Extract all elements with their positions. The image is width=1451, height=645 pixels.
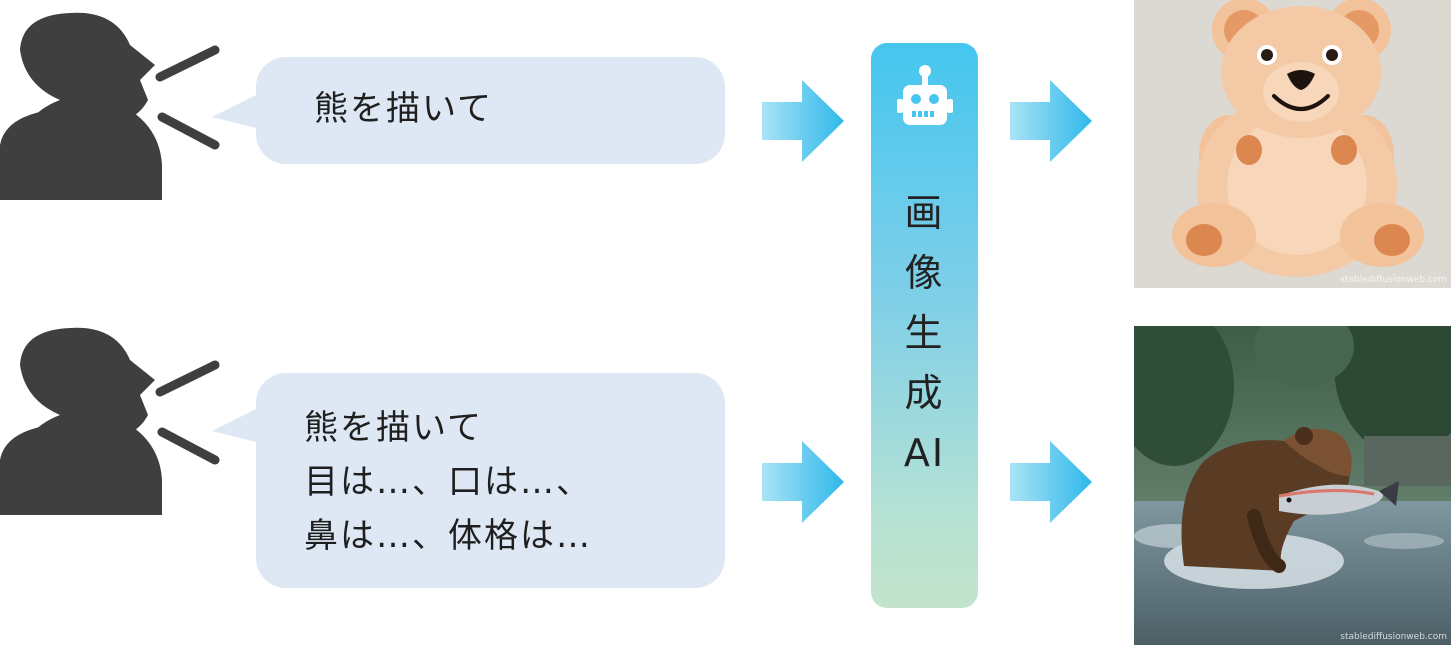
- prompt-detailed-text: 熊を描いて 目は…、口は…、 鼻は…、体格は…: [304, 408, 592, 556]
- image-generation-ai-bar: 画 像 生 成 AI: [871, 43, 978, 608]
- robot-icon: [897, 65, 953, 125]
- arrow-right-icon: [1010, 441, 1092, 523]
- speech-bubble-tail: [212, 87, 272, 132]
- generated-bear-catching-salmon-image: stablediffusionweb.com: [1134, 326, 1451, 645]
- ai-label: 画 像 生 成 AI: [903, 191, 946, 475]
- generated-teddy-bear-image: stablediffusionweb.com: [1134, 0, 1451, 288]
- arrow-right-icon: [762, 441, 844, 523]
- arrow-right-icon: [762, 80, 844, 162]
- prompt-simple-text: 熊を描いて: [314, 89, 493, 129]
- arrow-right-icon: [1010, 80, 1092, 162]
- image-watermark: stablediffusionweb.com: [1340, 275, 1447, 285]
- speaking-person-icon-bottom: [0, 320, 220, 520]
- speaking-person-icon-top: [0, 5, 220, 205]
- speech-bubble-tail: [212, 401, 272, 446]
- speech-bubble-detailed: 熊を描いて 目は…、口は…、 鼻は…、体格は…: [212, 373, 725, 588]
- speech-bubble-simple: 熊を描いて: [212, 57, 725, 164]
- image-watermark: stablediffusionweb.com: [1340, 632, 1447, 642]
